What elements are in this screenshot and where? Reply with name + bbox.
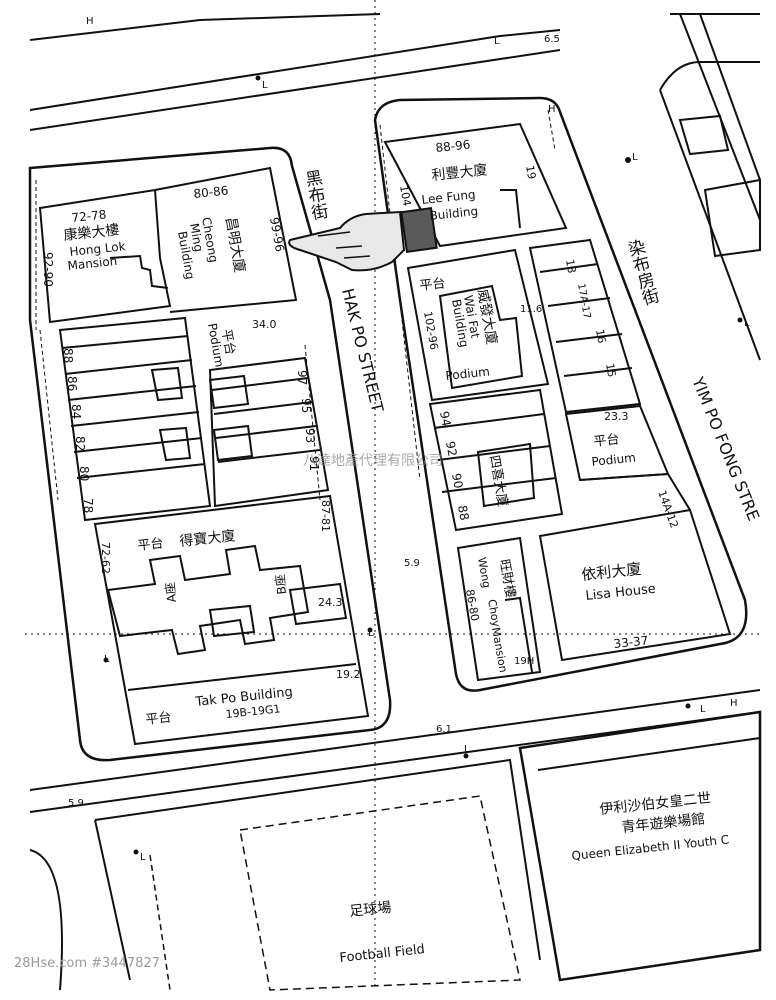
cheong-ming-height: 34.0 [252,318,277,331]
hong-lok-side-number: 92-90 [41,252,55,287]
podium-233-height: 23.3 [604,410,629,423]
tak-po-podium-zh: 平台 [137,536,164,554]
lamp-marker: L [494,36,500,47]
lee-fung-en2: Building [429,204,479,223]
hong-lok-en1: Hong Lok [69,239,126,259]
lamp-marker: L [632,152,638,163]
wai-fat-numbers: 102-96 [421,310,441,351]
football-zh: 足球場 [349,900,392,920]
lamp-marker: L [368,628,374,639]
hong-lok-en2: Mansion [67,254,118,273]
house-number: 91 [307,456,321,471]
yim-po-fong-street-en: YIM PO FONG STRE [688,373,763,523]
house-number: 16 [593,328,608,344]
cheong-ming-zh: 昌明大廈 [222,216,248,274]
tak-po-numbers-right: 87-81 [319,500,332,532]
wong-choy-en2: Choy [485,598,503,628]
lamp-marker: L [262,80,268,91]
house-number: 84 [69,404,83,419]
podium-233-zh: 平台 [593,432,620,450]
wai-fat-podium-en: Podium [445,364,491,383]
source-caption: 28Hse.com #3447827 [14,956,160,971]
hong-lok-numbers: 72-78 [71,207,107,225]
hydrant-marker: H [730,698,738,709]
lee-fung-side-left: 104 [397,184,413,207]
hong-lok-zh: 康樂大樓 [63,221,120,244]
lisa-en: Lisa House [585,582,657,604]
house-number: 95 [299,398,313,413]
football-en: Football Field [339,942,426,966]
house-number: 97 [295,370,309,385]
lee-fung-numbers: 88-96 [435,137,471,155]
lisa-zh: 依利大廈 [581,560,643,584]
cheong-ming-side-number: 99-96 [267,216,287,253]
wai-fat-podium-zh: 平台 [419,276,446,294]
tak-po-block-a: A座 [162,582,179,604]
lisa-side-number: 14A-12 [655,489,681,530]
house-number: 90 [449,472,465,489]
hydrant-marker: H [86,16,94,27]
spot-height: 5.9 [68,798,84,809]
lee-fung-zh: 利豐大廈 [431,161,488,184]
tak-po-block-b: B座 [272,574,289,596]
cheong-ming-numbers: 80-86 [193,183,229,201]
house-number: 15 [603,362,618,378]
tak-po-height-1: 24.3 [318,596,343,609]
spot-height: 6.5 [544,34,560,45]
house-number: 18 [563,258,578,274]
tak-po-height-2: 19.2 [336,668,361,681]
house-number: 92 [443,440,459,457]
cheong-ming-podium-zh: 平台 [218,328,237,356]
tak-po-podium-bottom-zh: 平台 [145,710,172,728]
spot-height: 6.1 [436,724,452,735]
sei-hoi-zh: 四喜大廈 [486,454,511,508]
watermark: 八達地產代理有限公司 [303,453,443,469]
lamp-marker: L [464,744,470,755]
wong-choy-19h: 19H [514,656,534,667]
wong-choy-en3: Mansion [489,626,510,673]
wong-choy-zh: 旺財樓 [496,558,518,599]
house-number: 80 [77,466,91,481]
spot-height: 5.9 [404,558,420,569]
lamp-marker: L [140,852,146,863]
cheong-ming-en2: Ming [187,222,206,253]
lamp-marker: L [744,318,750,329]
lisa-numbers: 33-37 [613,633,649,651]
house-number: 88 [455,504,471,521]
lee-fung-en1: Lee Fung [421,187,476,207]
qe2-en: Queen Elizabeth II Youth C [571,833,730,863]
tak-po-zh: 得寶大廈 [179,527,236,550]
house-number: 82 [73,436,87,451]
podium-233-en: Podium [591,450,637,469]
pointing-hand-icon [288,206,438,272]
yim-po-fong-street-zh: 染布房街 [622,237,660,308]
wong-choy-en1: Wong [475,556,493,589]
tak-po-numbers-left: 72-62 [99,542,112,574]
house-number: 17A-17 [575,283,592,320]
house-number: 78 [81,498,95,513]
house-number-11-6: 11.6 [520,304,542,315]
house-number: 93 [303,428,317,443]
house-number: 94 [437,410,453,427]
wong-choy-numbers: 86-80 [463,588,481,622]
lee-fung-side-right: 19 [523,164,538,180]
house-number: 88 [61,348,75,363]
lamp-marker: L [700,704,706,715]
tak-po-numbers: 19B-19G1 [225,702,281,721]
hydrant-marker: H [548,104,556,115]
house-number: 86 [65,376,79,391]
